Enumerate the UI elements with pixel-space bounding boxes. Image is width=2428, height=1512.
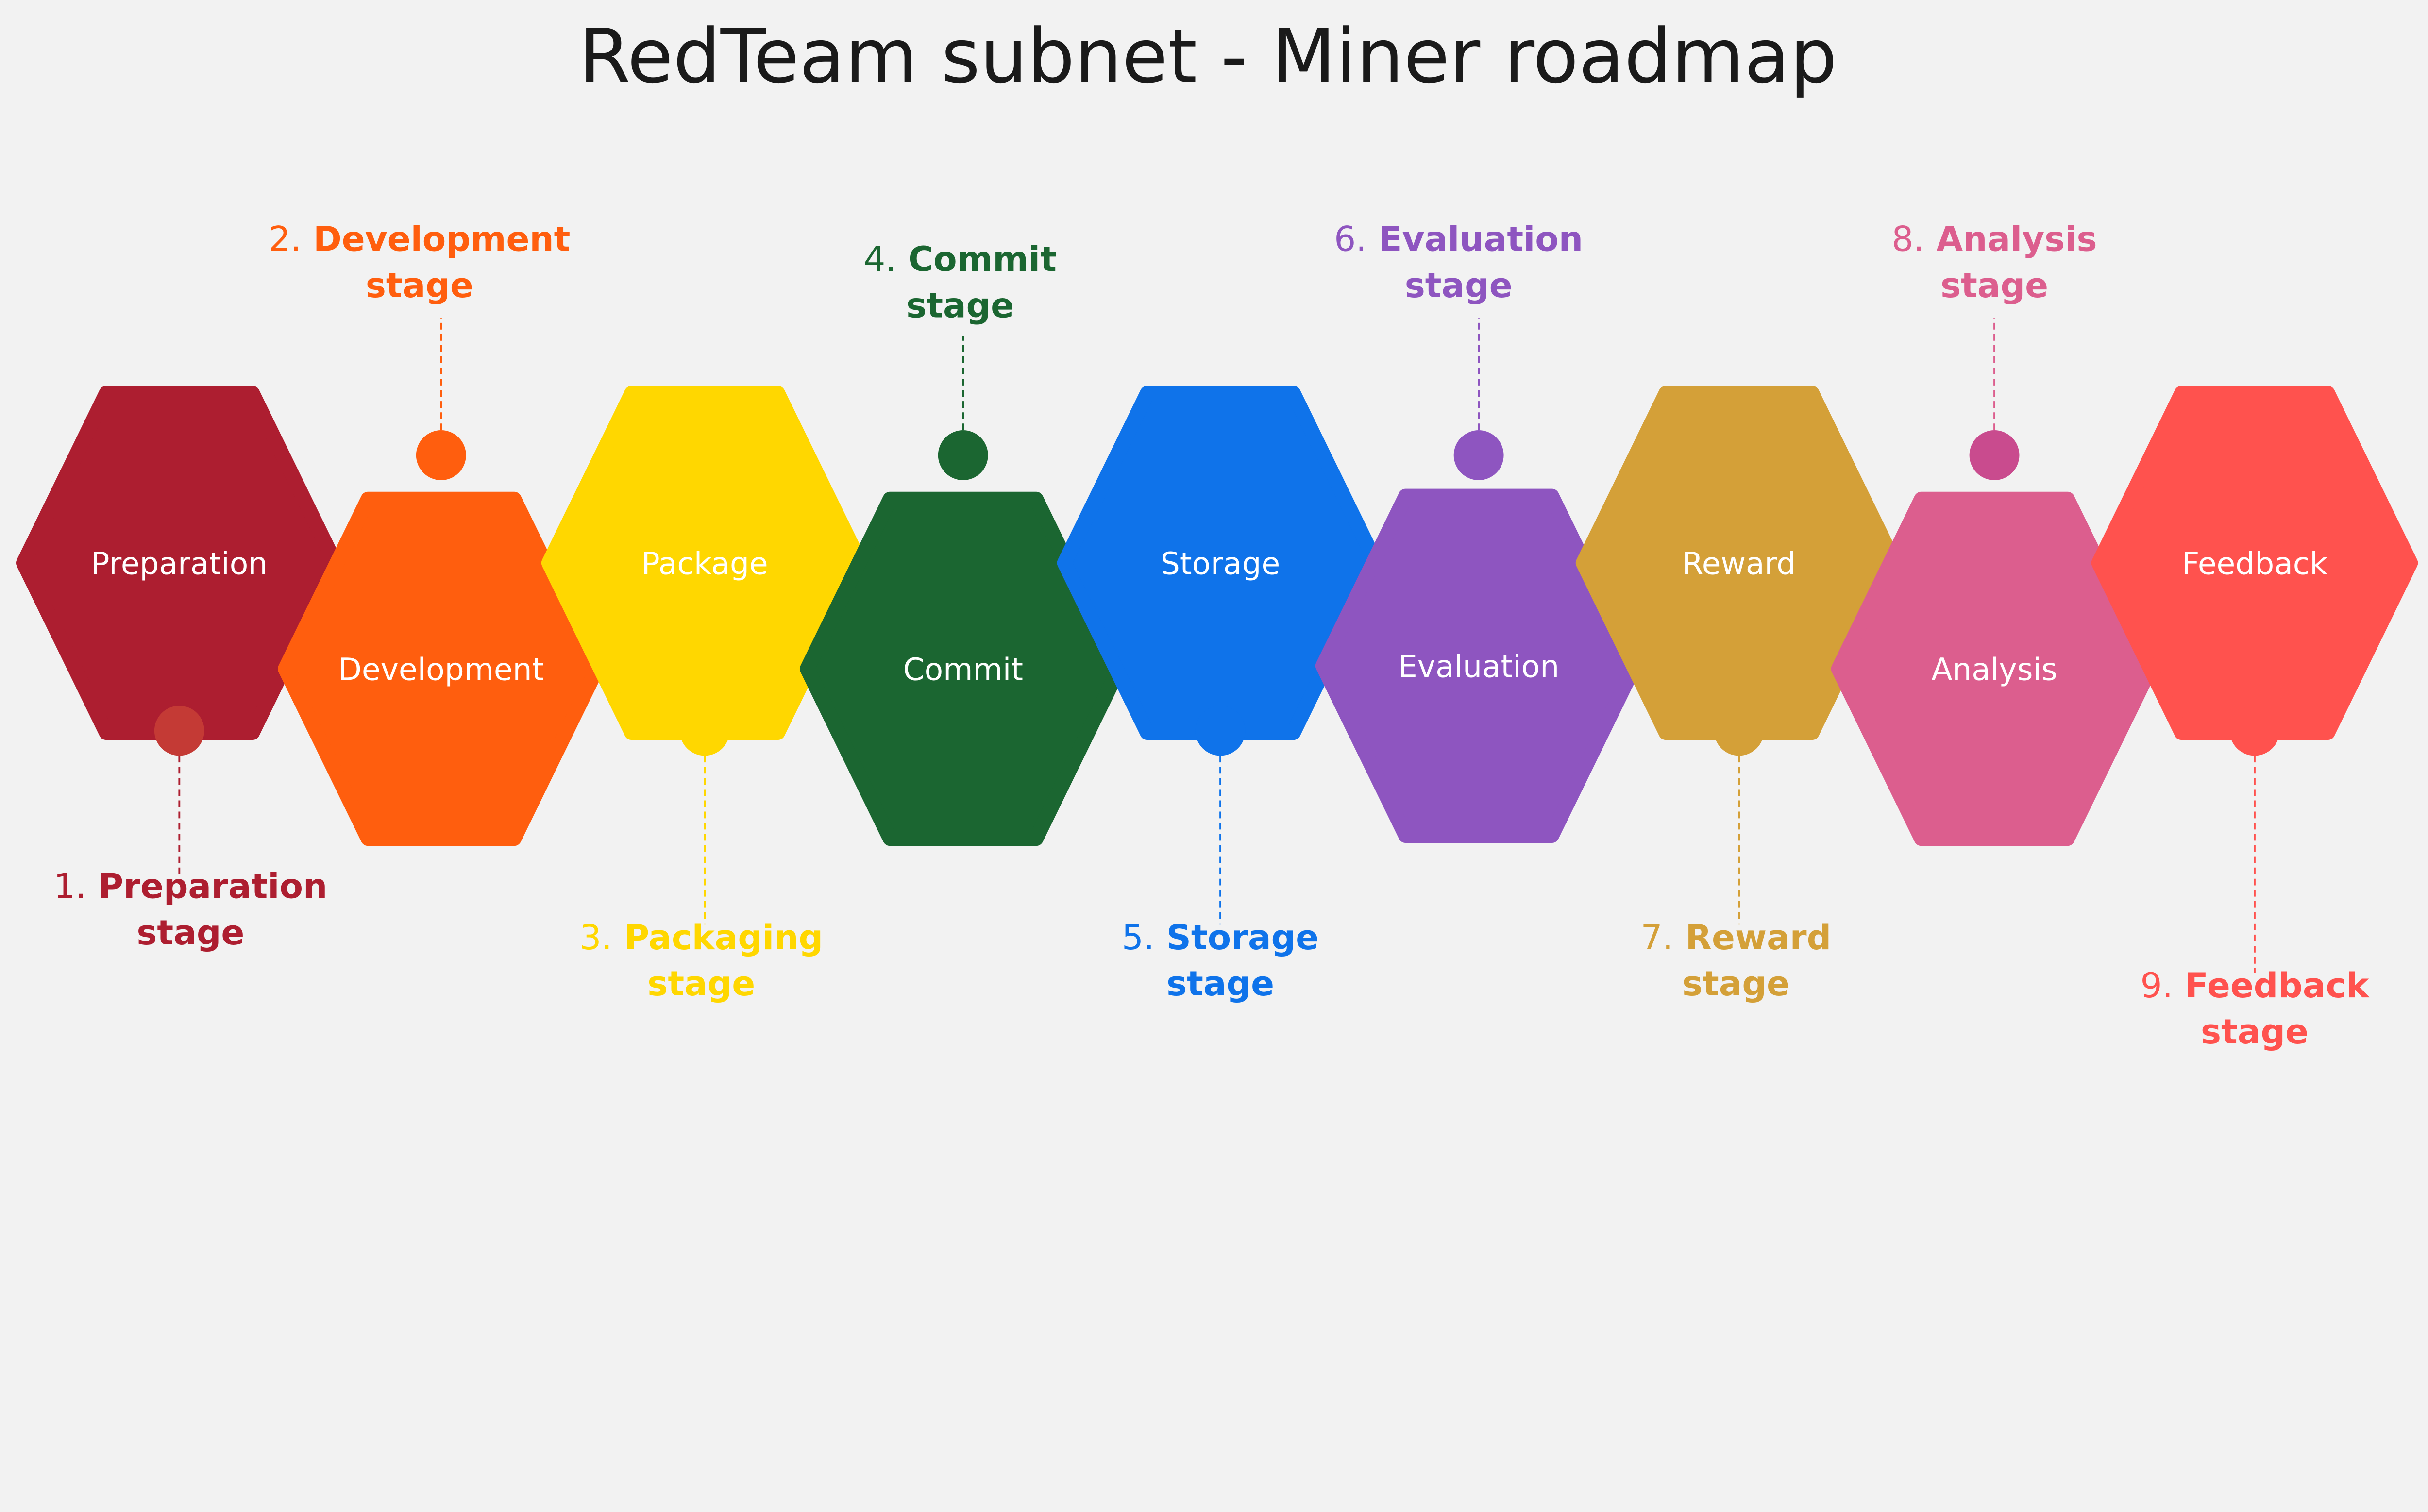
space bbox=[1367, 219, 1379, 259]
stage-number: 3. bbox=[579, 917, 612, 958]
stage-title: 8. Analysis bbox=[1891, 219, 2097, 259]
space bbox=[302, 219, 314, 259]
stage-dot bbox=[1969, 430, 2020, 480]
stage-dot bbox=[679, 706, 730, 756]
stage-subtitle: stage bbox=[1682, 963, 1790, 1004]
space bbox=[1673, 917, 1686, 958]
space bbox=[2173, 965, 2185, 1006]
hexagon-label: Evaluation bbox=[1398, 649, 1559, 684]
stage-title: 7. Reward bbox=[1641, 917, 1832, 958]
hexagon-label: Development bbox=[338, 652, 544, 687]
stage-dot bbox=[154, 706, 204, 756]
space bbox=[1924, 219, 1937, 259]
stage-dot bbox=[416, 430, 466, 480]
hexagon-label: Analysis bbox=[1931, 652, 2057, 687]
hexagon-label: Storage bbox=[1161, 546, 1280, 581]
hexagon-label: Commit bbox=[903, 652, 1023, 687]
stage-number: 7. bbox=[1641, 917, 1673, 958]
stage-name: Preparation bbox=[98, 866, 327, 907]
stage-name: Evaluation bbox=[1379, 219, 1583, 259]
stage-subtitle: stage bbox=[366, 265, 473, 305]
stage-title: 5. Storage bbox=[1122, 917, 1319, 958]
stage-dot bbox=[1714, 706, 1764, 756]
hexagon bbox=[2091, 386, 2418, 740]
stage-number: 6. bbox=[1334, 219, 1366, 259]
stage-number: 4. bbox=[863, 239, 896, 279]
stage-number: 9. bbox=[2141, 965, 2173, 1006]
roadmap-diagram: RedTeam subnet - Miner roadmap Preparati… bbox=[16, 13, 2418, 1052]
stage-title: 4. Commit bbox=[863, 239, 1056, 279]
stage-title: 3. Packaging bbox=[579, 917, 823, 958]
stage-subtitle: stage bbox=[1940, 265, 2048, 305]
hexagon-label: Package bbox=[641, 546, 768, 581]
stage-name: Packaging bbox=[624, 917, 823, 958]
stage-subtitle: stage bbox=[2201, 1011, 2309, 1052]
hexagon-label: Reward bbox=[1682, 546, 1796, 581]
stage-number: 2. bbox=[269, 219, 301, 259]
stage-dot bbox=[2229, 706, 2280, 756]
stage-subtitle: stage bbox=[136, 912, 244, 953]
stage-name: Reward bbox=[1686, 917, 1832, 958]
hexagon-label: Preparation bbox=[91, 546, 268, 581]
stage-name: Analysis bbox=[1936, 219, 2097, 259]
stage-dot bbox=[938, 430, 988, 480]
stage-title: 2. Development bbox=[269, 219, 570, 259]
stage-name: Storage bbox=[1166, 917, 1319, 958]
stage-number: 5. bbox=[1122, 917, 1154, 958]
page-title: RedTeam subnet - Miner roadmap bbox=[579, 13, 1837, 100]
stage-title: 9. Feedback bbox=[2141, 965, 2370, 1006]
stage-name: Development bbox=[313, 219, 570, 259]
stage-name: Commit bbox=[908, 239, 1057, 279]
stage-number: 8. bbox=[1891, 219, 1924, 259]
space bbox=[1154, 917, 1166, 958]
stage-subtitle: stage bbox=[1405, 265, 1513, 305]
hexagon-label: Feedback bbox=[2182, 546, 2327, 581]
stage-title: 6. Evaluation bbox=[1334, 219, 1583, 259]
stage-subtitle: stage bbox=[647, 963, 755, 1004]
stage-dot bbox=[1195, 706, 1246, 756]
stage-subtitle: stage bbox=[906, 285, 1014, 325]
stage-name: Feedback bbox=[2185, 965, 2370, 1006]
space bbox=[86, 866, 99, 907]
stage-title: 1. Preparation bbox=[53, 866, 327, 907]
space bbox=[896, 239, 909, 279]
stage-dot bbox=[1453, 430, 1504, 480]
stage-number: 1. bbox=[53, 866, 86, 907]
space bbox=[612, 917, 624, 958]
stage-subtitle: stage bbox=[1166, 963, 1274, 1004]
